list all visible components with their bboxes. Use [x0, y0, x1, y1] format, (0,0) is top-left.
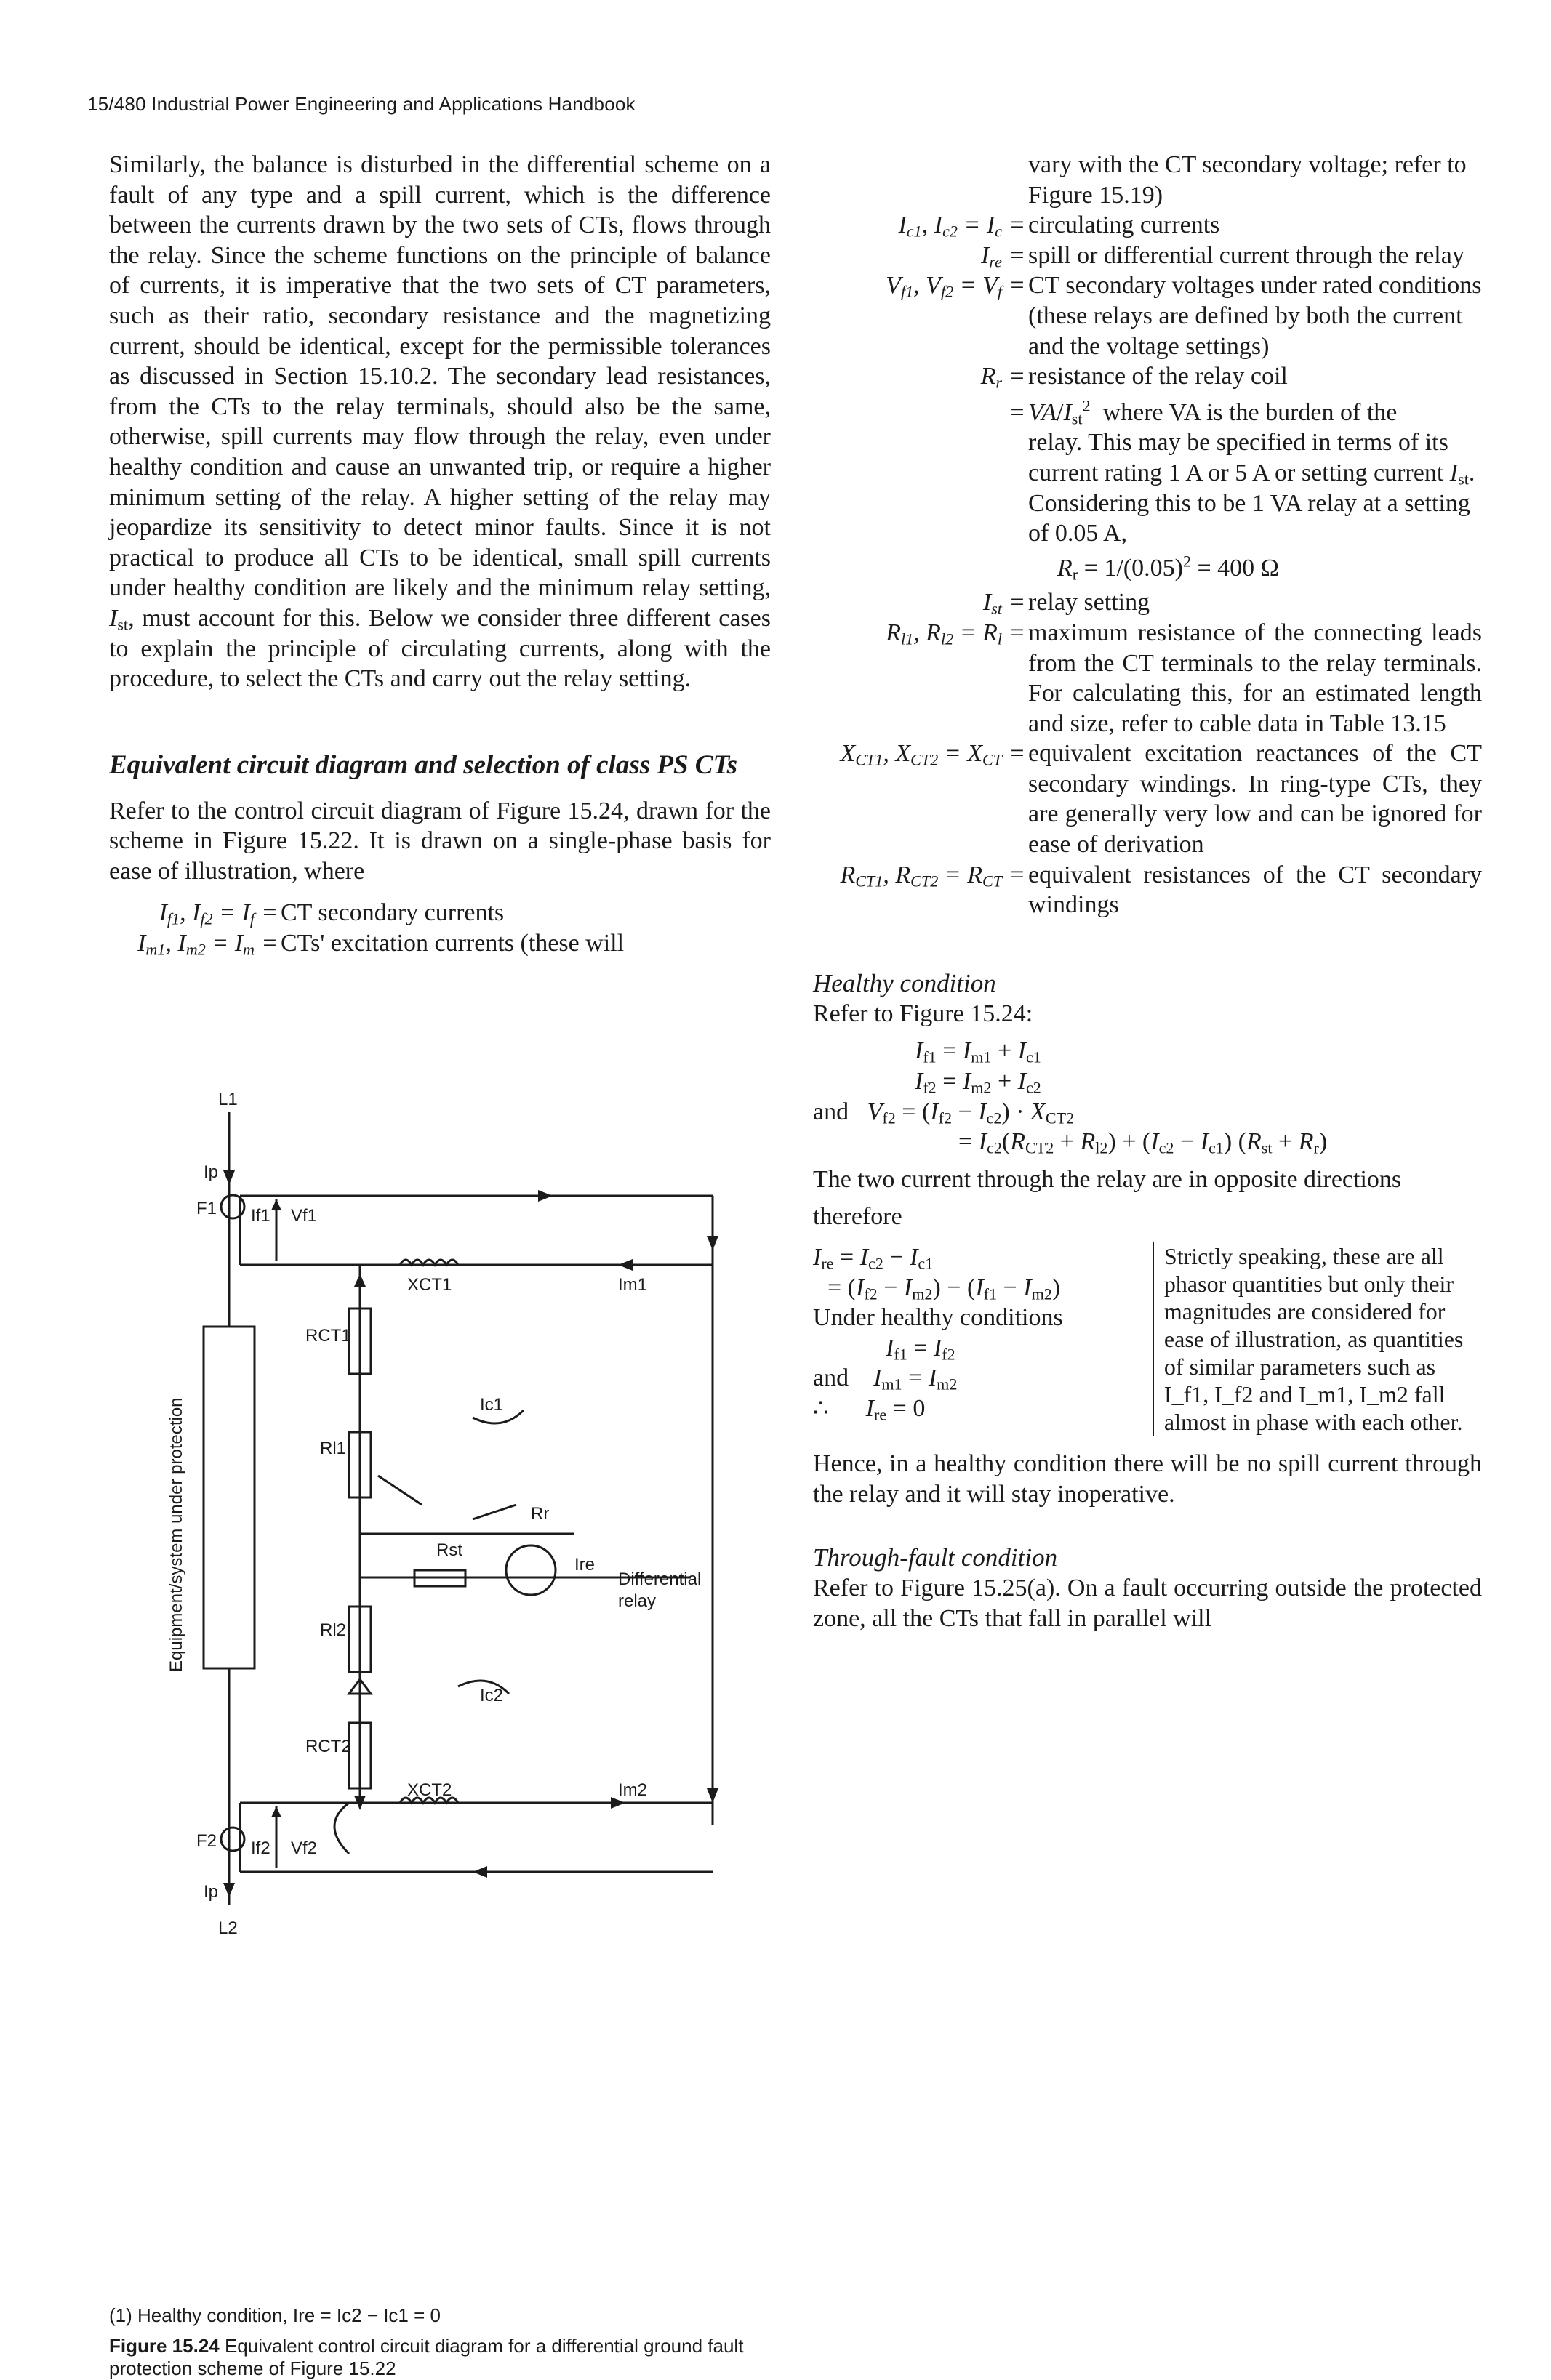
through-fault-heading: Through-fault condition — [813, 1543, 1058, 1572]
label-Rl1: Rl1 — [320, 1439, 346, 1458]
circuit-diagram: L1 Ip F1 If1 Vf1 XCT1 Im1 RCT1 Rl1 Ic1 R… — [109, 1069, 778, 2326]
label-Ic2: Ic2 — [480, 1686, 503, 1705]
definition-ist: Ist= relay setting — [982, 589, 1150, 618]
label-Rst: Rst — [436, 1540, 462, 1560]
rr-calculation: Rr = 1/(0.05)2 = 400 Ω — [1057, 552, 1279, 584]
healthy-heading: Healthy condition — [813, 968, 996, 997]
label-F2: F2 — [196, 1831, 217, 1851]
label-XCT2: XCT2 — [407, 1780, 452, 1800]
definition-symbol: If1, If2 = If — [159, 899, 255, 928]
right-column: vary with the CT secondary voltage; refe… — [813, 150, 1482, 1633]
through-fault-para: Refer to Figure 15.25(a). On a fault occ… — [813, 1575, 1482, 1632]
label-Ip-bottom: Ip — [204, 1882, 218, 1902]
label-F1: F1 — [196, 1199, 217, 1218]
definition-im: Im1, Im2 = Im = CTs' excitation currents… — [109, 928, 771, 959]
figure-caption: Figure 15.24 Equivalent control circuit … — [109, 2335, 744, 2379]
label-Rr: Rr — [531, 1504, 549, 1524]
label-relay: relay — [618, 1591, 656, 1611]
label-Im1: Im1 — [618, 1275, 647, 1295]
label-RCT1: RCT1 — [305, 1326, 351, 1346]
definition-ic: Ic1, Ic2 = Ic= circulating currents — [898, 212, 1220, 241]
definition-list-left: If1, If2 = If = CT secondary currents Im… — [109, 898, 771, 958]
therefore-text: therefore — [813, 1203, 902, 1231]
definition-text: CT secondary currents — [281, 899, 505, 927]
label-Vf2: Vf2 — [291, 1838, 317, 1858]
label-RCT2: RCT2 — [305, 1737, 351, 1756]
left-column: Similarly, the balance is disturbed in t… — [109, 150, 771, 959]
definition-rct: RCT1, RCT2 = RCT= equivalent resistances… — [840, 861, 1482, 919]
healthy-equations: If1 = Im1 + Ic1 If2 = Im2 + Ic2 and Vf2 … — [813, 1037, 1328, 1157]
label-Im2: Im2 — [618, 1780, 647, 1800]
label-Rl2: Rl2 — [320, 1620, 346, 1640]
label-If1: If1 — [251, 1206, 270, 1226]
label-If2: If2 — [251, 1838, 270, 1858]
label-L1: L1 — [218, 1090, 238, 1109]
intro-paragraph: Similarly, the balance is disturbed in t… — [109, 151, 771, 693]
spill-derivation: Ire = Ic2 − Ic1 = (If2 − Im2) − (If1 − I… — [813, 1242, 1482, 1436]
definition-symbol: Im1, Im2 = Im — [137, 930, 255, 959]
healthy-ref: Refer to Figure 15.24: — [813, 1000, 1033, 1027]
label-L2: L2 — [218, 1918, 238, 1938]
label-Ip-top: Ip — [204, 1162, 218, 1182]
rr-note: relay. This may be specified in terms of… — [1028, 429, 1475, 547]
refer-paragraph: Refer to the control circuit diagram of … — [109, 797, 771, 885]
definition-xct: XCT1, XCT2 = XCT= equivalent excitation … — [840, 740, 1482, 859]
label-Ire: Ire — [574, 1555, 595, 1575]
rr-formula: = VA/Ist2 where VA is the burden of the — [1010, 396, 1398, 428]
definition-rl: Rl1, Rl2 = Rl= maximum resistance of the… — [886, 619, 1482, 737]
definition-ire: Ire= spill or differential current throu… — [981, 241, 1464, 271]
hence-text: Hence, in a healthy condition there will… — [813, 1450, 1482, 1508]
phasor-note: Strictly speaking, these are all phasor … — [1152, 1242, 1482, 1436]
section-heading: Equivalent circuit diagram and selection… — [109, 749, 738, 780]
definition-vf: Vf1, Vf2 = Vf= CT secondary voltages und… — [886, 272, 1482, 360]
running-header: 15/480 Industrial Power Engineering and … — [87, 93, 636, 115]
label-differential: Differential — [618, 1569, 701, 1589]
definition-if: If1, If2 = If = CT secondary currents — [109, 898, 771, 928]
label-equipment: Equipment/system under protection — [167, 1397, 186, 1672]
definition-im-cont: vary with the CT secondary voltage; refe… — [1028, 151, 1467, 209]
label-Ic1: Ic1 — [480, 1395, 503, 1415]
label-Vf1: Vf1 — [291, 1206, 317, 1226]
label-XCT1: XCT1 — [407, 1275, 452, 1295]
figure-subcaption: (1) Healthy condition, Ire = Ic2 − Ic1 =… — [109, 2304, 441, 2326]
definition-text: CTs' excitation currents (these will — [281, 930, 625, 957]
relay-direction-text: The two current through the relay are in… — [813, 1165, 1402, 1193]
definition-rr: Rr= resistance of the relay coil — [980, 363, 1288, 392]
